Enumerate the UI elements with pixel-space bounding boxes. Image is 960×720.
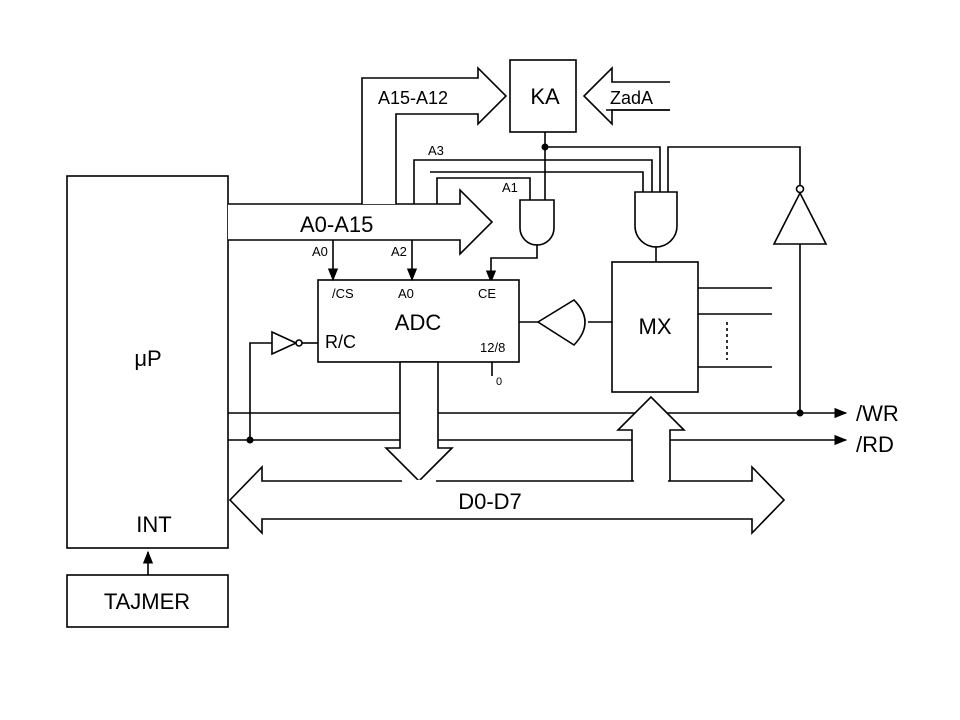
high-address-bus-label: A15-A12: [378, 88, 448, 108]
wr-inverter: [772, 191, 828, 245]
wr-junction-dot: [796, 409, 804, 417]
int-label: INT: [136, 512, 171, 537]
adc-to-data-bus-arrow: [384, 361, 454, 483]
wr-label: /WR: [856, 401, 899, 426]
a1-label: A1: [502, 180, 518, 195]
ka-block: [509, 59, 577, 133]
data-bus-label: D0-D7: [458, 489, 522, 514]
rc-inverter: [271, 330, 298, 356]
mx-label: MX: [639, 314, 672, 339]
adc-pin-a0: A0: [398, 286, 414, 301]
cpu-label: μP: [134, 346, 161, 371]
data-bus-to-mx-arrow: [616, 395, 686, 481]
high-address-bus-arrow: [361, 66, 508, 204]
rc-inverter-bubble: [295, 339, 303, 347]
a2-drop-label: A2: [391, 244, 407, 259]
mode-pin-value: 0: [496, 376, 502, 388]
analog-buffer: [536, 298, 586, 347]
adc-block: [317, 279, 520, 363]
a0-drop-label: A0: [312, 244, 328, 259]
timer-block: [66, 574, 229, 628]
timer-label: TAJMER: [104, 589, 190, 614]
rd-label: /RD: [856, 432, 894, 457]
a3-line: [413, 159, 653, 204]
ce-and-gate: [519, 199, 555, 246]
adc-pin-cs: /CS: [332, 286, 354, 301]
mx-and-gate: [634, 191, 678, 248]
adc-pin-rc: R/C: [325, 332, 356, 352]
ka-label: KA: [530, 84, 560, 109]
mx-block: [611, 261, 699, 393]
adc-pin-ce: CE: [478, 286, 496, 301]
wr-feedback-wire: [667, 146, 801, 192]
data-bus-arrow: [228, 465, 786, 535]
a3-label: A3: [428, 143, 444, 158]
address-bus-arrow: [228, 188, 494, 256]
mx-gate-input-line: [430, 171, 644, 192]
cpu-block: [66, 175, 229, 549]
adc-label: ADC: [395, 310, 442, 335]
ce-wire: [485, 245, 538, 284]
ka-to-mx-gate-wire: [545, 146, 661, 192]
zada-label: ZadA: [610, 88, 653, 108]
address-bus-label: A0-A15: [300, 212, 373, 237]
a1-line: [436, 177, 531, 204]
rc-feed-wire: [249, 342, 272, 440]
adc-pin-mode: 12/8: [480, 340, 505, 355]
